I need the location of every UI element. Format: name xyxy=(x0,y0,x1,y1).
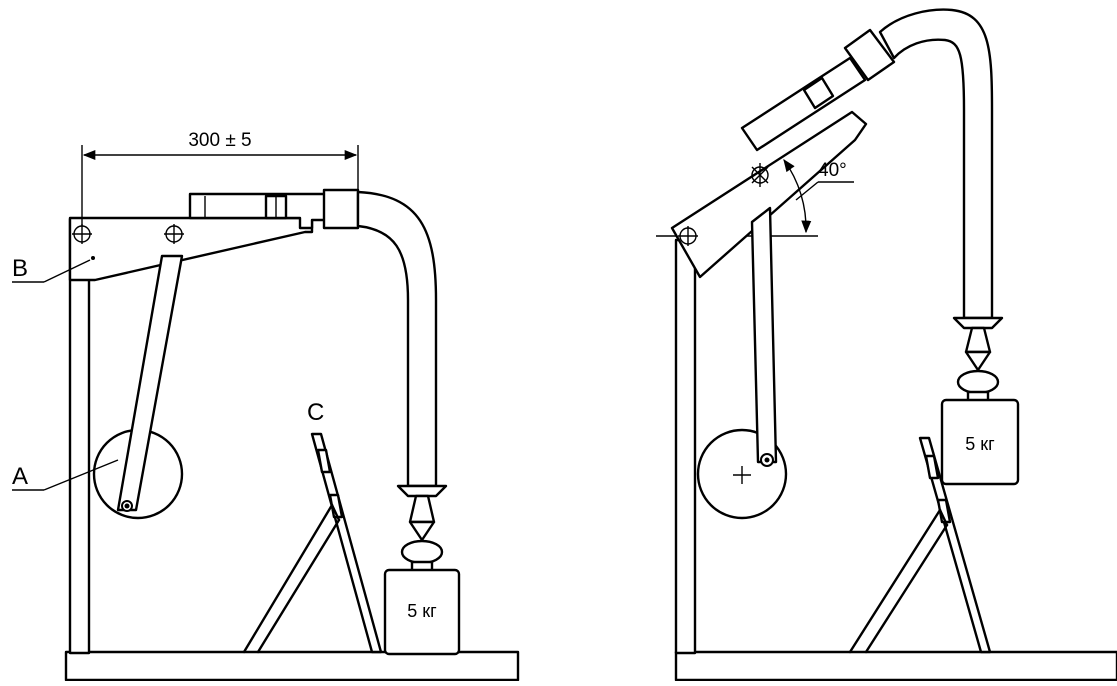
angle-label: 40° xyxy=(818,160,847,181)
left-stand xyxy=(68,217,91,655)
pivot-left-2 xyxy=(164,224,184,244)
raised-clamp xyxy=(740,56,867,152)
left-base-plate xyxy=(64,650,520,682)
label-c: C xyxy=(307,399,324,426)
right-apparatus: 5 кг 40° xyxy=(656,8,1117,682)
right-cable xyxy=(878,8,994,320)
left-cable-end xyxy=(396,484,448,498)
label-a: A xyxy=(12,463,28,490)
left-cable xyxy=(356,190,438,488)
pendulum-rod-right xyxy=(750,206,778,464)
raised-arm xyxy=(670,110,868,279)
label-b: B xyxy=(12,255,28,282)
left-weight-label: 5 кг xyxy=(407,601,437,621)
pendulum-rod-left xyxy=(116,254,184,512)
angle-annotation: 40° xyxy=(783,158,854,234)
left-apparatus: 5 кг 300 ± 5 B xyxy=(12,130,520,682)
pivot-right xyxy=(678,226,698,246)
right-weight-label: 5 кг xyxy=(965,434,995,454)
right-weight xyxy=(940,398,1020,486)
arm-b xyxy=(68,216,314,282)
pivot-right-crossed xyxy=(751,163,769,187)
label-a-callout: A xyxy=(12,459,119,491)
right-base-plate xyxy=(674,650,1117,682)
label-b-callout: B xyxy=(12,255,91,283)
left-weight xyxy=(383,568,461,656)
right-support xyxy=(848,436,992,654)
left-coupling xyxy=(322,188,360,230)
right-stand xyxy=(674,238,697,655)
dimension-300: 300 ± 5 xyxy=(81,130,359,226)
dimension-label: 300 ± 5 xyxy=(188,130,251,151)
right-coupling xyxy=(843,28,896,82)
support-c xyxy=(242,432,383,654)
